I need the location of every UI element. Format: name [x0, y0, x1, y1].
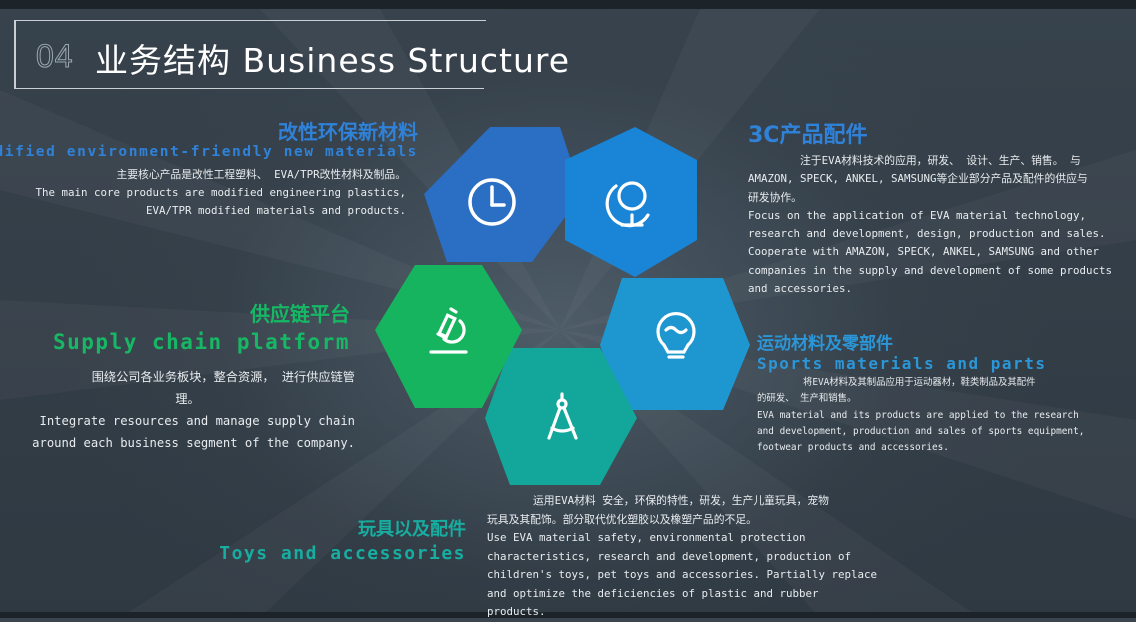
description-line: AMAZON, SPECK, ANKEL, SAMSUNG等企业部分产品及配件的… [748, 172, 1088, 186]
supply-chain-title-cn: 供应链平台 [250, 302, 350, 326]
description-line: and optimize the deficiencies of plastic… [487, 586, 819, 619]
modified-materials-description: 主要核心产品是改性工程塑料、 EVA/TPR改性材料及制品。 The main … [26, 166, 406, 220]
hexagon-microscope [375, 265, 522, 408]
title-underline [14, 88, 484, 89]
supply-chain-description: 围绕公司各业务板块，整合资源， 进行供应链管 理。 Integrate reso… [20, 366, 355, 454]
description-line: Use EVA material safety, environmental p… [487, 531, 806, 544]
toys-description: 运用EVA材料 安全，环保的特性，研发，生产儿童玩具，宠物 玩具及其配饰。部分取… [487, 492, 882, 622]
lightbulb-icon [656, 312, 696, 359]
description-line: 的研发、 生产和销售。 [757, 393, 857, 405]
modified-materials-title-en: modified environment-friendly new materi… [0, 144, 418, 160]
description-text: 运用EVA材料 安全，环保的特性，研发，生产儿童玩具，宠物 [533, 494, 829, 507]
3c-products-description: 注于EVA材料技术的应用，研发、 设计、生产、销售。 与 AMAZON, SPE… [748, 152, 1118, 298]
description-line: around each business segment of the comp… [32, 436, 355, 450]
sports-title-cn: 运动材料及零部件 [757, 334, 893, 354]
toys-title-en: Toys and accessories [219, 543, 466, 564]
description-line: 围绕公司各业务板块，整合资源， 进行供应链管 [91, 370, 355, 384]
description-line: Cooperate with AMAZON, SPECK, ANKEL, SAM… [748, 245, 1100, 259]
description-line: The main core products are modified engi… [35, 186, 406, 199]
compass-icon [547, 392, 578, 440]
bottom-bar [0, 612, 1136, 618]
hexagon-clock [424, 127, 582, 262]
description-line: 主要核心产品是改性工程塑料、 EVA/TPR改性材料及制品。 [116, 168, 406, 181]
description-line: companies in the supply and development … [748, 263, 1113, 277]
description-line: 运用EVA材料 安全，环保的特性，研发，生产儿童玩具，宠物 [487, 492, 882, 511]
supply-chain-title-en: Supply chain platform [52, 330, 350, 354]
description-line: characteristics, research and developmen… [487, 549, 852, 563]
description-line: Integrate resources and manage supply ch… [39, 414, 355, 428]
description-line: EVA/TPR modified materials and products. [145, 204, 406, 217]
description-text: 注于EVA材料技术的应用，研发、 设计、生产、销售。 与 [800, 154, 1081, 167]
description-text: 将EVA材料及其制品应用于运动器材，鞋类制品及其配件 [803, 377, 1036, 388]
section-number: 04 [36, 38, 74, 75]
description-line: 理。 [175, 392, 200, 406]
sports-description: 将EVA材料及其制品应用于运动器材，鞋类制品及其配件 的研发、 生产和销售。 E… [757, 375, 1097, 456]
description-line: 玩具及其配饰。部分取代优化塑胶以及橡塑产品的不足。 [487, 512, 757, 526]
microscope-icon [429, 307, 468, 354]
description-line: EVA material and its products are applie… [757, 409, 1079, 421]
description-line: footwear products and accessories. [757, 442, 949, 454]
sports-title-en: Sports materials and parts [757, 354, 1047, 373]
description-line: children's toys, pet toys and accessorie… [487, 568, 878, 581]
modified-materials-title-cn: 改性环保新材料 [278, 120, 418, 144]
clock-icon [468, 178, 516, 226]
3c-products-title-cn: 3C产品配件 [748, 123, 868, 148]
title-frame [14, 20, 486, 89]
description-line: and accessories. [748, 282, 853, 296]
description-line: Focus on the application of EVA material… [748, 208, 1087, 222]
description-line: research and development, design, produc… [748, 227, 1106, 241]
description-line: and development, production and sales of… [757, 425, 1085, 437]
globe-icon [605, 181, 650, 228]
hexagon-globe [565, 127, 697, 277]
description-line: 将EVA材料及其制品应用于运动器材，鞋类制品及其配件 [757, 375, 1097, 391]
description-line: 研发协作。 [748, 190, 802, 204]
top-bar [0, 0, 1136, 9]
hexagon-compass [485, 348, 637, 485]
toys-title-cn: 玩具以及配件 [358, 519, 466, 540]
description-line: 注于EVA材料技术的应用，研发、 设计、生产、销售。 与 [748, 152, 1118, 170]
hexagon-lightbulb [600, 278, 750, 410]
page-title: 业务结构 Business Structure [95, 41, 571, 80]
